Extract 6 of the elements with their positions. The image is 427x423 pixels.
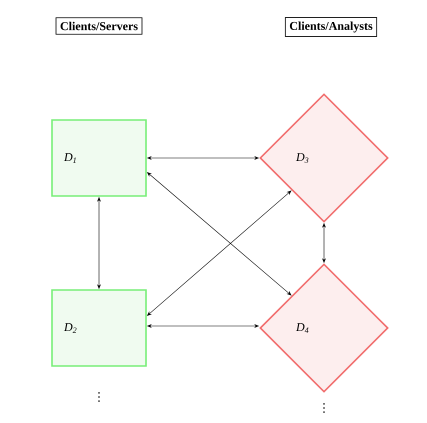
square-node: D$_{2}$ xyxy=(51,289,147,367)
heading-box: Clients/Servers xyxy=(56,17,142,35)
square-node: D$_{1}$ xyxy=(51,119,147,197)
vertical-dots: ⋮ xyxy=(323,403,325,413)
vertical-dots: ⋮ xyxy=(98,392,100,402)
heading-box: Clients/Analysts xyxy=(284,17,378,37)
